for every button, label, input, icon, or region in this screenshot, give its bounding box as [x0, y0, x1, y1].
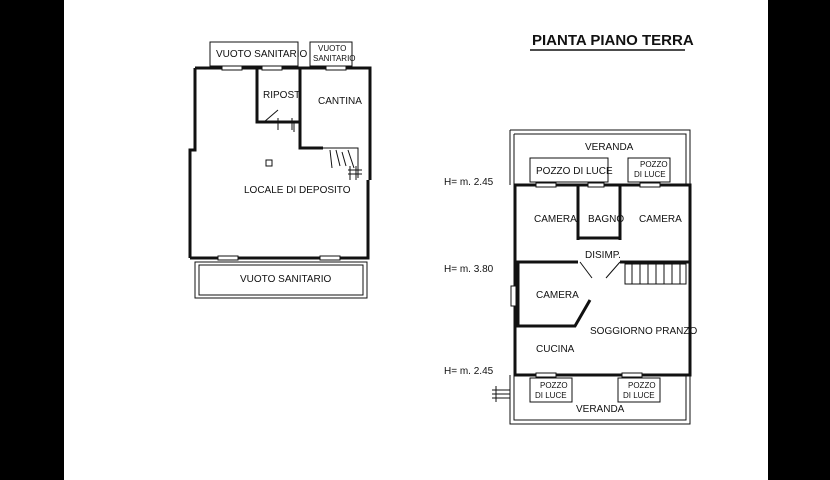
window [535, 372, 557, 378]
stair-left [323, 147, 362, 180]
camera-2-label: CAMERA [639, 214, 682, 225]
window [319, 255, 341, 261]
drawing-sheet [64, 0, 768, 480]
veranda-top-label: VERANDA [585, 142, 634, 153]
window [217, 255, 239, 261]
window [510, 285, 517, 307]
ripost-label: RIPOST. [263, 90, 302, 101]
door-swings [579, 261, 621, 279]
vuoto-sanitario-top-label: VUOTO SANITARIO [216, 49, 308, 60]
pozzo-small-label-1: POZZO [640, 160, 668, 169]
window [621, 372, 643, 378]
left-outer-wall-bottom [190, 180, 370, 260]
cantina-wall [298, 68, 323, 150]
pozzo-small-label-2: DI LUCE [634, 170, 666, 179]
plan-title: PIANTA PIANO TERRA [532, 32, 694, 49]
window [261, 65, 283, 71]
ripost-wall [255, 68, 300, 124]
pozzo-br-label-2: DI LUCE [623, 391, 655, 400]
height-label-1: H= m. 2.45 [444, 177, 494, 188]
pillar-square [265, 159, 273, 167]
vuoto-sanitario-bottom-label: VUOTO SANITARIO [240, 274, 332, 285]
pozzo-bottom-left-box [529, 377, 573, 403]
pozzo-br-label-1: POZZO [628, 381, 656, 390]
vuoto-sanitario-bottom-box [194, 261, 368, 299]
cantina-label: CANTINA [318, 96, 362, 107]
cucina-label: CUCINA [536, 344, 575, 355]
left-plan: VUOTO SANITARIO VUOTO SANITARIO RIPOST. … [188, 41, 372, 299]
door-swing [263, 109, 279, 123]
window [325, 65, 347, 71]
bagno-label: BAGNO [588, 214, 624, 225]
camera3-wall [516, 262, 592, 328]
pozzo-bl-label-1: POZZO [540, 381, 568, 390]
pozzo-bottom-right-box [617, 377, 661, 403]
pozzo-luce-small-box [627, 157, 671, 183]
window [535, 182, 557, 188]
window [587, 182, 605, 188]
veranda-bottom-label: VERANDA [576, 404, 625, 415]
vuoto-sanitario-bottom-inner [198, 264, 364, 296]
soggiorno-label: SOGGIORNO PRANZO [590, 326, 697, 337]
door-jamb [277, 118, 295, 132]
vuoto-sanitario-top-box [209, 41, 299, 67]
locale-deposito-label: LOCALE DI DEPOSITO [244, 185, 351, 196]
veranda-bottom-outline [509, 375, 691, 425]
window [639, 182, 661, 188]
disimp-label: DISIMP. [585, 250, 621, 261]
height-label-2: H= m. 3.80 [444, 264, 494, 275]
pozzo-luce-top-box [529, 157, 609, 183]
right-plan: VERANDA POZZO DI LUCE POZZO DI LUCE H= m… [444, 129, 697, 425]
window [221, 65, 243, 71]
pozzo-luce-top-label: POZZO DI LUCE [536, 166, 613, 177]
veranda-top-outline [509, 129, 691, 185]
camera-3-label: CAMERA [536, 290, 579, 301]
veranda-top-inner [513, 133, 687, 185]
vuoto-small-label-2: SANITARIO [313, 54, 356, 63]
height-label-3: H= m. 2.45 [444, 366, 494, 377]
vuoto-small-label-1: VUOTO [318, 44, 346, 53]
entrance-steps [492, 386, 510, 402]
stair-right [624, 263, 687, 285]
left-outer-wall-top [195, 66, 372, 180]
left-outer-wall-left [188, 68, 197, 258]
pozzo-bl-label-2: DI LUCE [535, 391, 567, 400]
camera-1-label: CAMERA [534, 214, 577, 225]
